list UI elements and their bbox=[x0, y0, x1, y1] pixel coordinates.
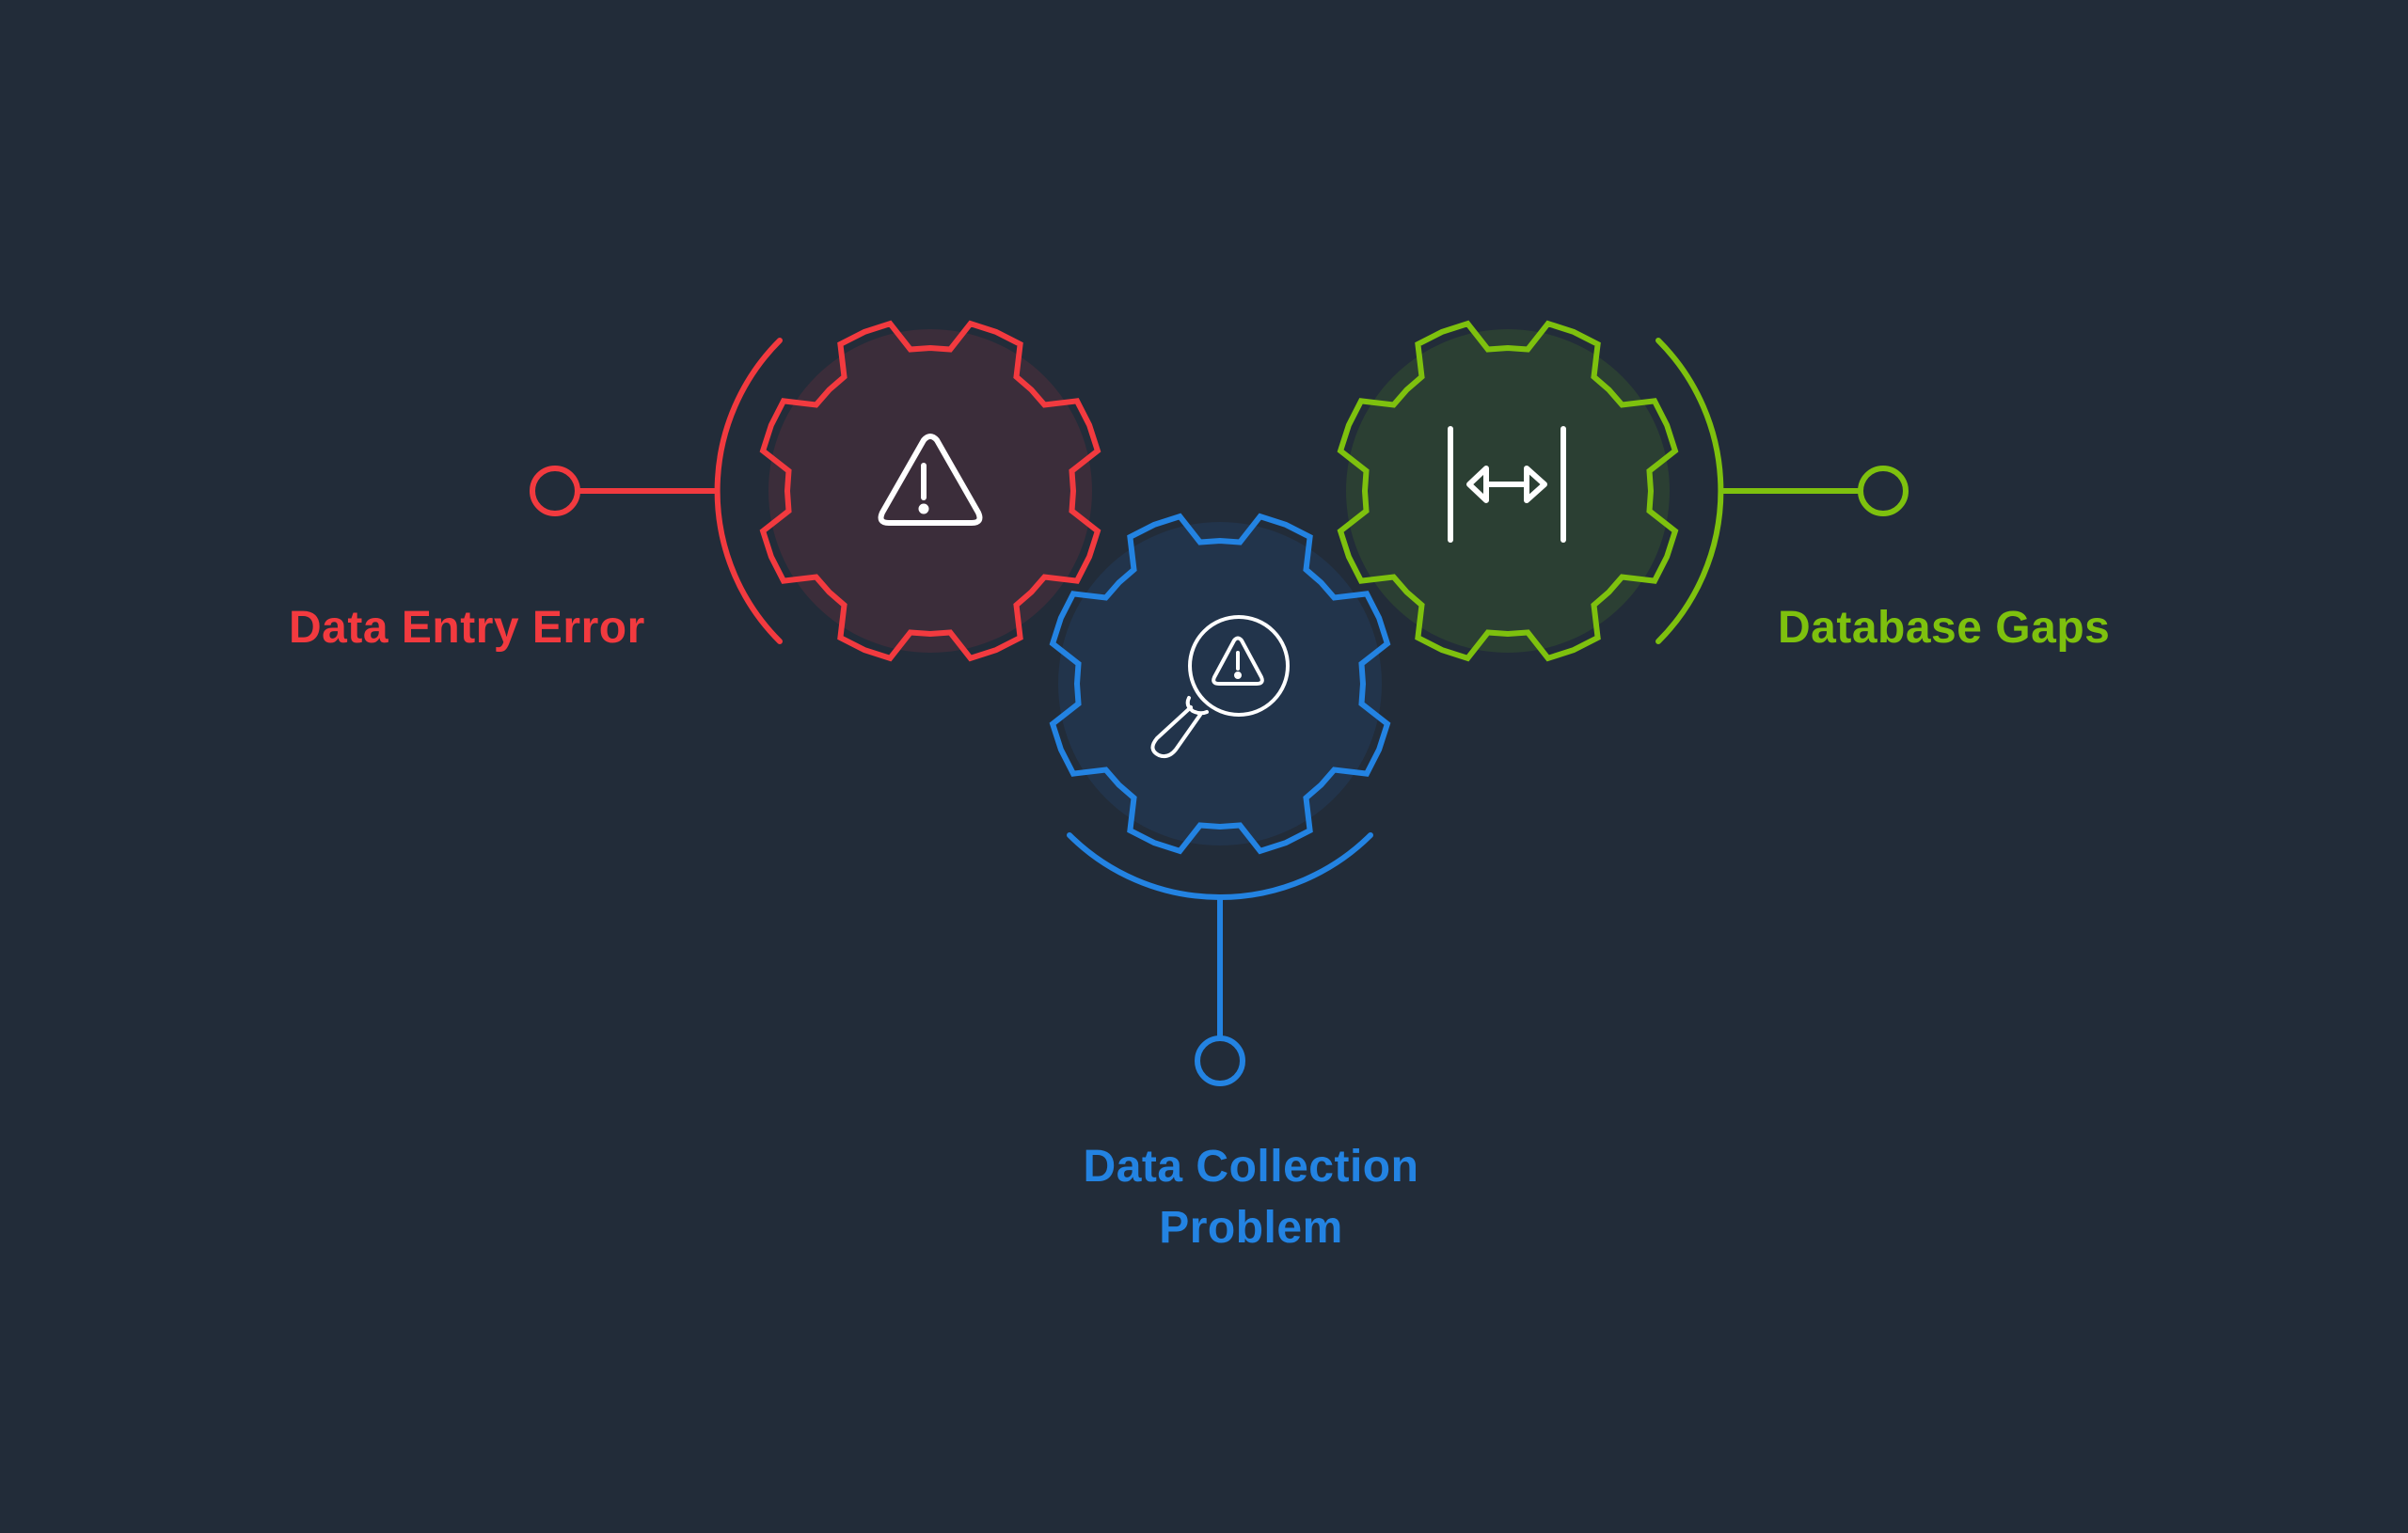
gear-outline bbox=[1049, 513, 1391, 855]
label-line-2: Problem bbox=[1159, 1203, 1343, 1253]
magnifier-warning-icon bbox=[1150, 615, 1290, 759]
label-data-entry-error: Data Entry Error bbox=[289, 602, 684, 655]
warning-triangle-icon bbox=[878, 434, 983, 526]
gear-data-entry-error bbox=[530, 320, 1101, 662]
gear-database-gaps bbox=[1337, 320, 1909, 662]
label-line-1: Data Collection bbox=[1083, 1142, 1419, 1192]
gear-disk bbox=[768, 329, 1092, 653]
label-text: Data Entry Error bbox=[289, 603, 645, 653]
label-text: Database Gaps bbox=[1778, 603, 2111, 653]
label-database-gaps: Database Gaps bbox=[1778, 602, 2145, 655]
gear-outline bbox=[1337, 320, 1679, 662]
gear-outline bbox=[759, 320, 1101, 662]
gear-disk bbox=[1346, 329, 1670, 653]
gear-data-collection-problem bbox=[1049, 513, 1391, 1086]
connector-node[interactable] bbox=[1195, 1035, 1245, 1086]
horizontal-gap-arrows-icon bbox=[1448, 426, 1566, 543]
label-data-collection-problem: Data Collection Problem bbox=[1035, 1136, 1467, 1258]
connector-node[interactable] bbox=[1858, 466, 1909, 516]
bracket-arc bbox=[1067, 832, 1373, 900]
connector-node[interactable] bbox=[530, 466, 580, 516]
